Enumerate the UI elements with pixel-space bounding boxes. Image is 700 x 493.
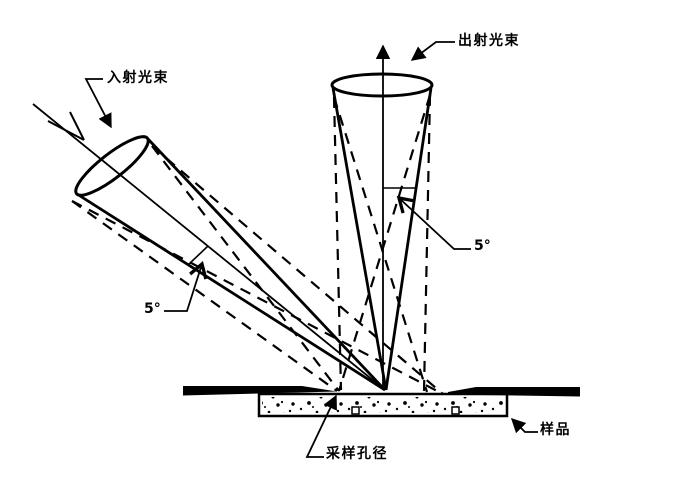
incident-angle-label: 5° xyxy=(144,301,161,317)
exit-angle-label: 5° xyxy=(474,238,491,254)
exit-angle-leader xyxy=(396,195,471,250)
sampling-aperture-label: 采样孔径 xyxy=(326,446,388,462)
leader-lines xyxy=(84,41,538,458)
incident-beam-tolerance-rays xyxy=(71,145,444,395)
aperture-plate-right xyxy=(448,387,580,397)
exit-beam-cone xyxy=(330,44,434,393)
incident-beam-edges xyxy=(76,138,387,392)
sampling-aperture-leader xyxy=(305,394,337,458)
sample-stipple-fill xyxy=(262,397,504,413)
exit-beam-tolerance-rays xyxy=(332,94,432,393)
exit-beam-edges xyxy=(331,87,433,391)
exit-lens-ellipse xyxy=(330,72,434,98)
incident-beam-label: 入射光束 xyxy=(107,70,169,86)
sample-grain xyxy=(451,406,460,415)
incident-angle-leader xyxy=(164,261,208,312)
incident-lens-ellipse xyxy=(74,135,150,197)
sample-label: 样品 xyxy=(540,422,571,438)
incident-beam-axis xyxy=(32,103,386,391)
sample-grain xyxy=(351,406,360,415)
sample-cross-section xyxy=(257,392,509,418)
exit-beam-leader xyxy=(410,41,455,61)
aperture-plate xyxy=(183,386,580,397)
incident-axis-arrow-icon xyxy=(47,111,85,141)
aperture-plate-left xyxy=(183,386,337,396)
exit-beam-label: 出射光束 xyxy=(458,33,520,49)
incident-beam-leader xyxy=(84,78,112,129)
incident-angle-tick xyxy=(187,245,209,266)
sample-leader xyxy=(510,417,538,434)
